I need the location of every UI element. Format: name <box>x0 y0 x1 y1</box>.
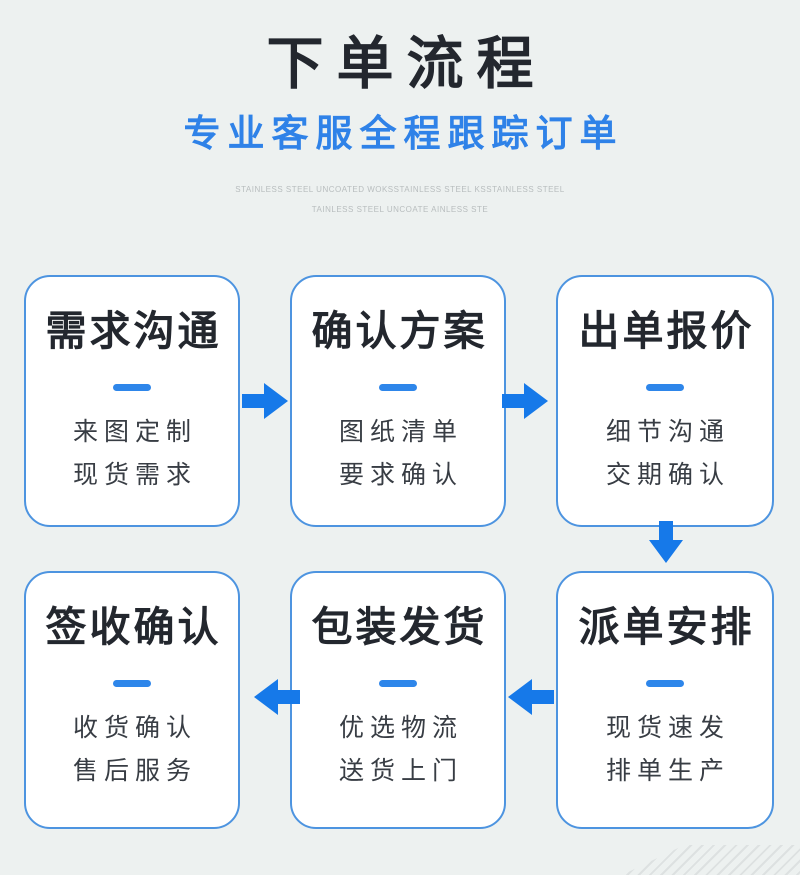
diagonal-stripes-decoration <box>622 845 800 875</box>
step-detail-line: 现货需求 <box>72 462 197 490</box>
dash-divider <box>113 384 151 392</box>
step-details: 现货速发 排单生产 <box>600 707 730 793</box>
step-card-dispatch: 派单安排 现货速发 排单生产 <box>556 571 774 829</box>
step-card-confirm-plan: 确认方案 图纸清单 要求确认 <box>290 275 506 527</box>
dash-divider <box>113 680 151 688</box>
step-title: 确认方案 <box>311 308 488 354</box>
watermark-line-1: STAINLESS STEEL UNCOATED WOKSSTAINLESS S… <box>235 185 565 194</box>
step-title: 签收确认 <box>45 604 222 650</box>
step-title: 派单安排 <box>578 604 755 650</box>
step-detail-line: 排单生产 <box>605 758 730 786</box>
dash-divider <box>646 680 684 688</box>
step-detail-line: 图纸清单 <box>338 419 463 447</box>
step-title: 需求沟通 <box>45 308 222 354</box>
step-detail-line: 交期确认 <box>605 462 730 490</box>
step-detail-line: 要求确认 <box>338 462 463 490</box>
arrow-right-icon <box>502 383 548 419</box>
step-details: 收货确认 售后服务 <box>67 707 197 793</box>
step-details: 来图定制 现货需求 <box>67 411 197 497</box>
step-title: 包装发货 <box>311 604 488 650</box>
arrow-down-icon <box>649 521 683 563</box>
step-title: 出单报价 <box>578 308 755 354</box>
arrow-right-icon <box>242 383 288 419</box>
step-details: 细节沟通 交期确认 <box>600 411 730 497</box>
page-title: 下单流程 <box>266 33 547 96</box>
arrow-left-icon <box>508 679 554 715</box>
step-card-packing-ship: 包装发货 优选物流 送货上门 <box>290 571 506 829</box>
step-detail-line: 现货速发 <box>605 715 730 743</box>
step-details: 优选物流 送货上门 <box>333 707 463 793</box>
step-detail-line: 优选物流 <box>338 715 463 743</box>
step-detail-line: 收货确认 <box>72 715 197 743</box>
step-detail-line: 售后服务 <box>72 758 197 786</box>
dash-divider <box>646 384 684 392</box>
watermark-text: STAINLESS STEEL UNCOATED WOKSSTAINLESS S… <box>0 180 800 220</box>
dash-divider <box>379 384 417 392</box>
step-detail-line: 细节沟通 <box>605 419 730 447</box>
page-subtitle: 专业客服全程跟踪订单 <box>183 114 624 155</box>
step-card-sign-confirm: 签收确认 收货确认 售后服务 <box>24 571 240 829</box>
step-detail-line: 来图定制 <box>72 419 197 447</box>
watermark-line-2: TAINLESS STEEL UNCOATE AINLESS STE <box>311 205 489 214</box>
step-card-quote: 出单报价 细节沟通 交期确认 <box>556 275 774 527</box>
arrow-left-icon <box>254 679 300 715</box>
dash-divider <box>379 680 417 688</box>
step-card-demand: 需求沟通 来图定制 现货需求 <box>24 275 240 527</box>
step-detail-line: 送货上门 <box>338 758 463 786</box>
step-details: 图纸清单 要求确认 <box>333 411 463 497</box>
